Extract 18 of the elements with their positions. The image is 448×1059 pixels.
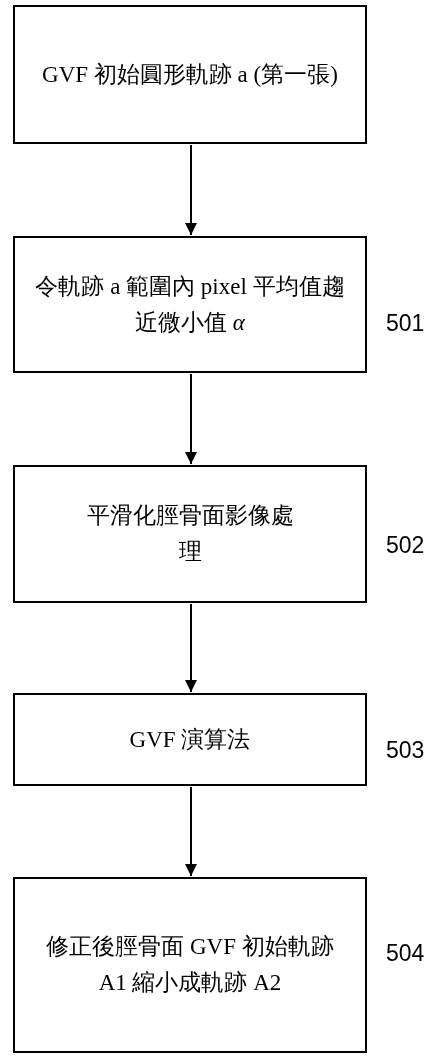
step-text: GVF 初始圓形軌跡 a (第一張) (42, 60, 338, 89)
arrow (185, 603, 197, 693)
step-text: 平滑化脛骨面影像處理 (85, 502, 295, 566)
process-box (13, 5, 367, 144)
step-number: 501 (386, 309, 425, 338)
step-text: GVF 演算法 (129, 725, 251, 754)
arrow (185, 144, 197, 236)
process-box (13, 236, 367, 373)
process-box (13, 465, 367, 603)
arrow (185, 786, 197, 877)
process-box (13, 877, 367, 1053)
step-text: 修正後脛骨面 GVF 初始軌跡 A1 縮小成軌跡 A2 (45, 933, 335, 997)
step-number: 503 (386, 736, 425, 765)
arrow (185, 373, 197, 465)
process-box (13, 693, 367, 786)
step-number: 502 (386, 531, 425, 560)
step-number: 504 (386, 939, 425, 968)
step-text: 令軌跡 a 範圍內 pixel 平均值趨近微小值 α (35, 272, 345, 337)
